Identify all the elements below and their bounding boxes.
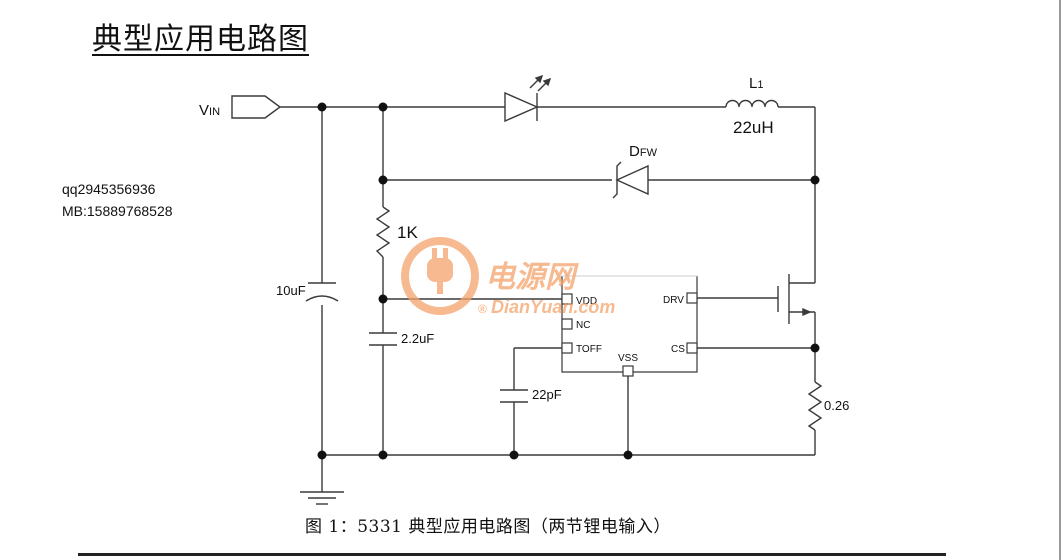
diode-dfw	[612, 161, 649, 199]
watermark-cn: 电源网	[485, 261, 579, 294]
pin-vdd-square	[561, 293, 573, 305]
pin-toff-square	[561, 342, 573, 354]
resistor-1k-label: 1K	[397, 223, 418, 242]
contact-mb: MB:15889768528	[62, 203, 173, 219]
capacitor-22pf	[500, 389, 528, 403]
vin-terminal	[231, 95, 282, 119]
capacitor-10uf	[305, 282, 339, 302]
capacitor-22pf-label: 22pF	[532, 387, 562, 402]
pin-nc-square	[561, 318, 573, 330]
watermark-en: DianYuan.com	[491, 297, 615, 317]
pin-nc-label: NC	[576, 320, 590, 331]
bottom-rule	[78, 553, 946, 556]
pin-drv-label: DRV	[663, 295, 684, 306]
capacitor-2-2uf	[369, 332, 397, 346]
resistor-sense-label: 0.26	[824, 398, 849, 413]
capacitor-10uf-label: 10uF	[276, 283, 306, 298]
page-title: 典型应用电路图	[92, 22, 309, 57]
vin-label: VIN	[199, 102, 220, 119]
inductor-l1	[725, 99, 779, 108]
pin-cs-label: CS	[671, 344, 685, 355]
resistor-sense	[807, 381, 823, 431]
pin-toff-label: TOFF	[576, 344, 602, 355]
inductor-label: L1	[749, 75, 763, 92]
watermark-ring	[401, 237, 479, 315]
capacitor-2-2uf-label: 2.2uF	[401, 331, 434, 346]
watermark: 电源网 ® DianYuan.com	[401, 237, 615, 317]
pin-drv-square	[686, 292, 698, 304]
watermark-reg: ®	[478, 302, 487, 316]
ground-icon	[300, 491, 344, 505]
led-symbol	[504, 74, 552, 123]
ic-pins	[561, 292, 698, 377]
figure-caption: 图 1：5331 典型应用电路图（两节锂电输入）	[305, 517, 671, 537]
pin-vdd-label: VDD	[576, 296, 597, 307]
diode-label: DFW	[629, 143, 658, 160]
pin-vss-square	[622, 365, 634, 377]
inductor-value: 22uH	[733, 118, 774, 137]
contact-qq: qq2945356936	[62, 181, 156, 197]
pin-cs-square	[686, 342, 698, 354]
plug-icon	[427, 248, 453, 294]
pin-vss-label: VSS	[618, 353, 638, 364]
resistor-1k	[375, 206, 391, 258]
junction-dots	[317, 102, 820, 460]
mosfet-symbol	[777, 274, 815, 324]
page-edge	[1059, 0, 1061, 560]
